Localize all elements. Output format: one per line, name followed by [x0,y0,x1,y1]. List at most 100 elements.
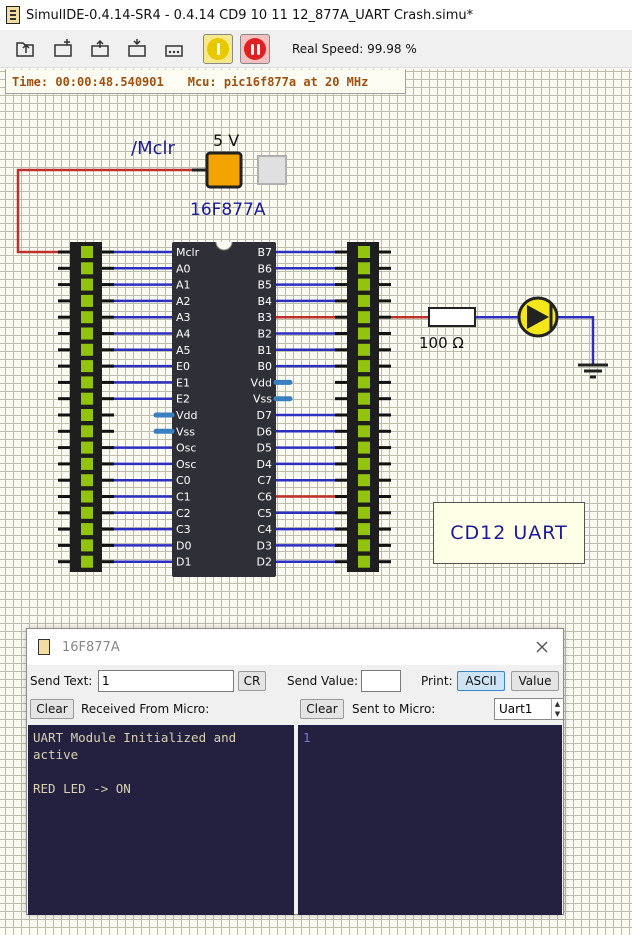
header-pin [81,441,93,454]
sent-label: Sent to Micro: [352,702,436,716]
pin-label: C1 [176,491,191,504]
header-pin [358,490,370,503]
pin-label: E1 [176,376,190,389]
led[interactable] [517,296,559,338]
supply-voltage-label: 5 V [213,131,239,150]
simulation-status-bar: Time: 00:00:48.540901 Mcu: pic16f877a at… [5,70,406,94]
header-pin [358,262,370,275]
cr-button[interactable]: CR [238,671,266,691]
header-pin [81,425,93,438]
pin-label: B6 [257,262,272,275]
header-pin [81,294,93,307]
switch-button[interactable] [257,155,287,185]
header-pin [81,311,93,324]
header-pin [358,523,370,536]
header-pin [358,474,370,487]
pin-label: C4 [257,523,272,536]
send-text-label: Send Text: [30,674,93,688]
open-file-icon[interactable] [14,38,36,60]
uart-window-titlebar[interactable]: 16F877A [27,629,563,665]
left-io-header[interactable] [58,242,114,572]
ground-symbol [578,363,608,379]
toolbar: Real Speed: 99.98 % [0,30,632,68]
supply-5v-source[interactable] [205,151,243,189]
pin-label: D0 [176,539,191,552]
header-pin [358,360,370,373]
pin-label: E0 [176,360,190,373]
ascii-toggle[interactable]: ASCII [457,671,505,691]
header-pin [358,376,370,389]
header-body [347,242,379,572]
wire [557,315,595,365]
pin-label: A0 [176,262,191,275]
header-pin [358,539,370,552]
send-text-input[interactable]: 1 [98,670,234,692]
header-pin [81,506,93,519]
sent-terminal[interactable]: 1 [298,725,562,915]
pin-label: D7 [257,409,272,422]
send-value-label: Send Value: [287,674,359,688]
header-pin [81,392,93,405]
pin-label: D4 [257,458,272,471]
header-pin [81,555,93,568]
save-as-icon[interactable] [163,38,185,60]
header-pin [358,392,370,405]
spinner-arrows-icon[interactable]: ▲▼ [551,699,563,719]
power-on-button[interactable] [203,34,233,64]
send-value-input[interactable] [361,670,401,692]
header-pin [358,294,370,307]
header-pin [358,555,370,568]
received-terminal[interactable]: UART Module Initialized and active RED L… [28,725,294,915]
pin-label: Vss [176,425,195,438]
save-circuit-icon[interactable] [126,38,148,60]
mcu-readout: Mcu: pic16f877a at 20 MHz [187,74,369,89]
pin-label: Osc [176,458,196,471]
pin-label: Osc [176,442,196,455]
print-label: Print: [421,674,453,688]
pin-label: C6 [257,491,272,504]
header-pin [358,425,370,438]
header-pin [358,246,370,258]
pin-label: Vss [253,393,272,406]
pin-label: C5 [257,507,272,520]
header-pin [81,474,93,487]
uart-select-value: Uart1 [499,702,533,716]
pin-label: E2 [176,393,190,406]
pin-label: D6 [257,425,272,438]
header-pin [358,409,370,421]
header-pin [81,457,93,470]
uart-window-icon [38,639,50,655]
open-circuit-icon[interactable] [89,38,111,60]
clear-received-button[interactable]: Clear [30,699,74,719]
uart-select[interactable]: Uart1 ▲▼ [494,698,564,720]
pin-label: A5 [176,344,191,357]
chip-label: 16F877A [190,200,266,220]
clear-sent-button[interactable]: Clear [300,699,344,719]
pin-label: B0 [257,360,272,373]
uart-text-box[interactable]: CD12 UART [433,502,585,564]
new-circuit-icon[interactable] [52,38,74,60]
pin-label: C2 [176,507,191,520]
title-bar: SimulIDE-0.4.14-SR4 - 0.4.14 CD9 10 11 1… [0,0,632,30]
pic16f877a-chip[interactable] [172,242,276,577]
pin-label: B7 [257,246,272,259]
header-pin [81,523,93,536]
header-pin [81,246,93,258]
header-pin [358,506,370,519]
resistor[interactable] [428,307,476,327]
simulide-app-icon [6,6,20,24]
header-pin [358,457,370,470]
power-off-button[interactable] [240,34,270,64]
value-toggle[interactable]: Value [511,671,559,691]
pin-label: A4 [176,328,191,341]
header-pin [358,441,370,454]
header-pin [81,262,93,275]
close-icon[interactable] [531,636,553,658]
pin-label: C3 [176,523,191,536]
right-io-header[interactable] [335,242,391,572]
received-label: Received From Micro: [81,702,210,716]
header-pin [81,376,93,389]
header-body [70,242,102,572]
resistor-label: 100 Ω [419,334,464,352]
